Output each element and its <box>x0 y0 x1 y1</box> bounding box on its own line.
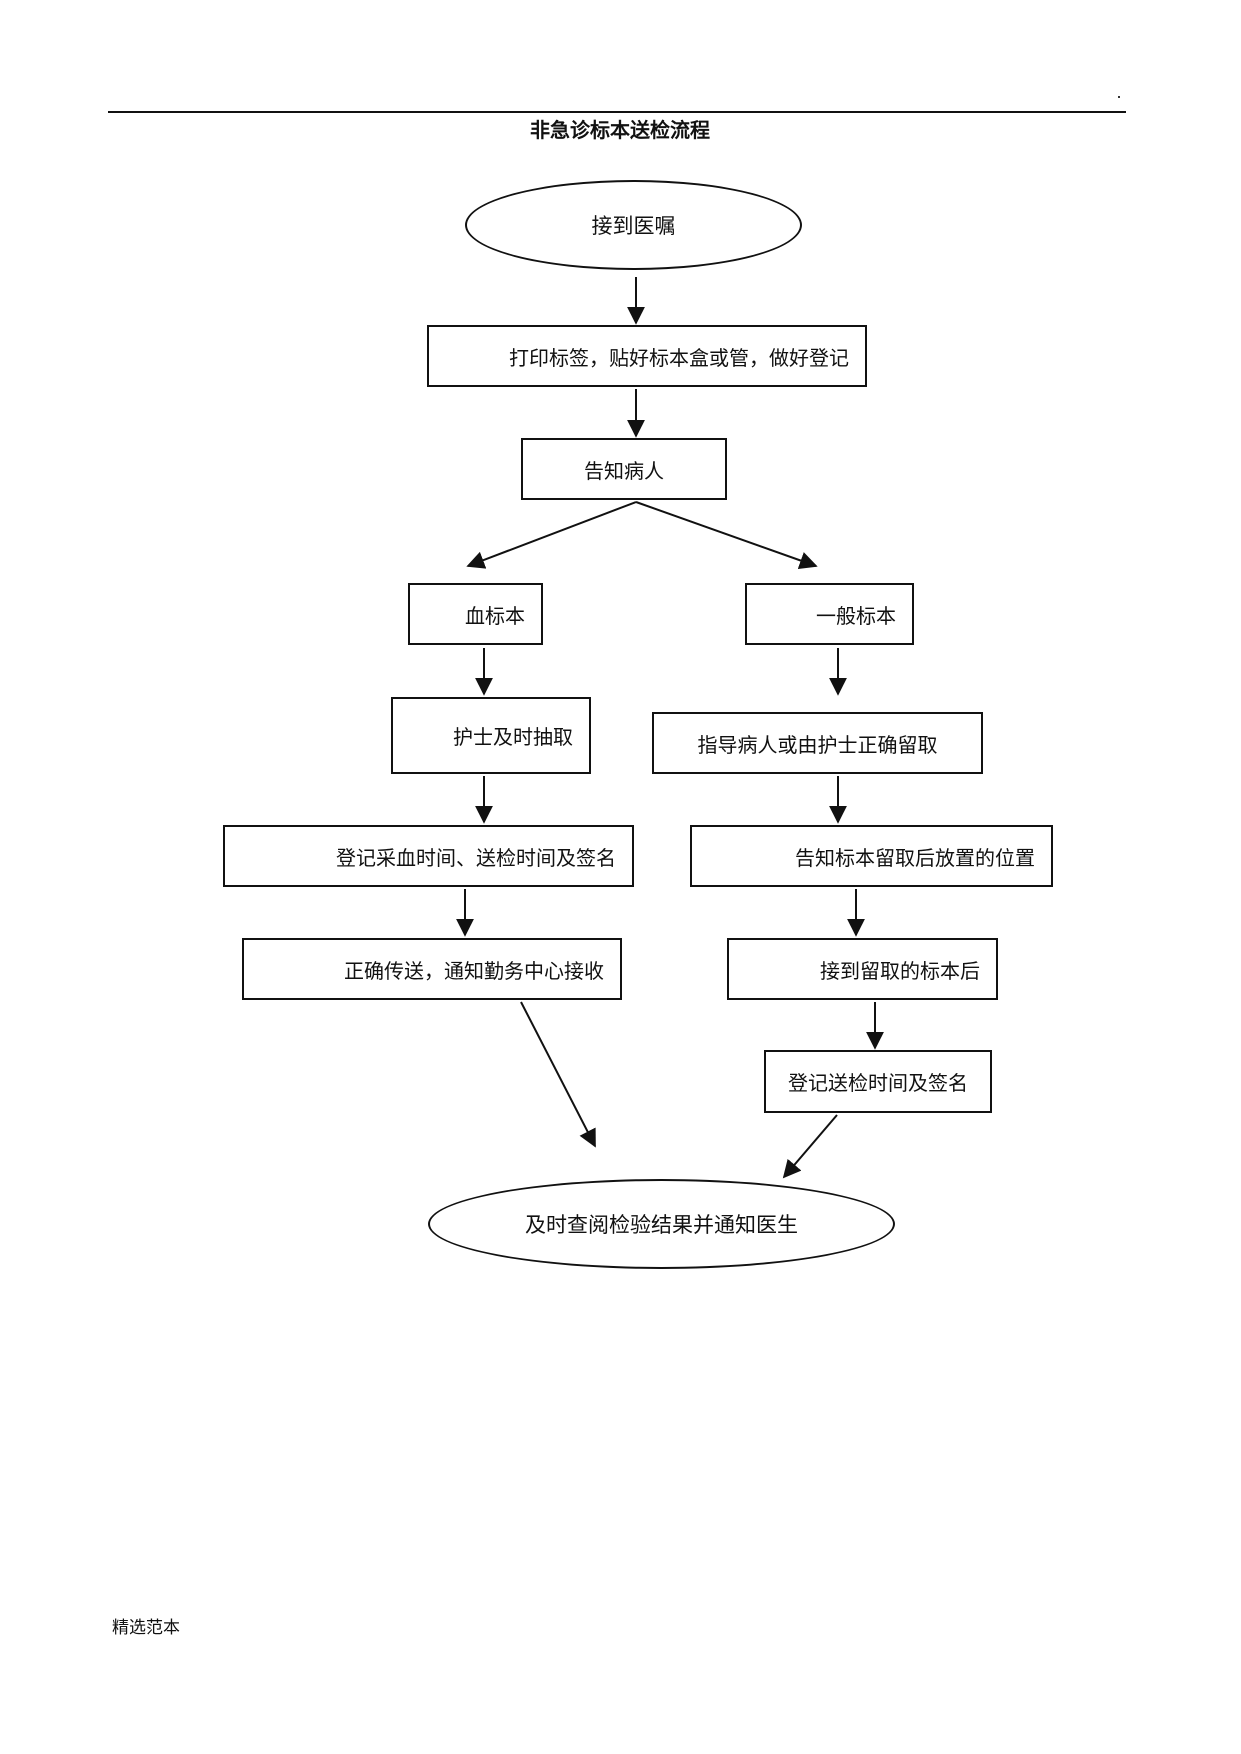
guide-patient-node: 指导病人或由护士正确留取 <box>652 712 983 774</box>
tell-place-node: 告知标本留取后放置的位置 <box>690 825 1053 887</box>
footer-text: 精选范本 <box>112 1618 180 1638</box>
nurse-collect-node: 护士及时抽取 <box>391 697 591 774</box>
record-send-time-node: 登记送检时间及签名 <box>764 1050 992 1113</box>
arrow-deliver-to-end <box>520 1001 596 1148</box>
general-sample-node: 一般标本 <box>745 583 914 645</box>
guide-patient-node-label: 指导病人或由护士正确留取 <box>697 732 938 757</box>
blood-sample-node-label: 血标本 <box>465 603 525 628</box>
blood-sample-node: 血标本 <box>408 583 543 645</box>
arrow-notify-to-blood <box>466 501 637 569</box>
general-sample-node-label: 一般标本 <box>816 603 896 628</box>
page-title: 非急诊标本送检流程 <box>530 118 710 142</box>
end-node: 及时查阅检验结果并通知医生 <box>428 1179 895 1269</box>
start-node-label: 接到医嘱 <box>591 214 676 238</box>
arrow-send-to-end <box>782 1114 838 1179</box>
receive-sample-node-label: 接到留取的标本后 <box>820 958 980 983</box>
print-label-node-label: 打印标签，贴好标本盒或管，做好登记 <box>509 345 849 370</box>
record-blood-times-node-label: 登记采血时间、送检时间及签名 <box>336 845 616 870</box>
print-label-node: 打印标签，贴好标本盒或管，做好登记 <box>427 325 867 387</box>
arrow-notify-to-general <box>635 501 818 570</box>
corner-mark <box>1118 96 1120 98</box>
deliver-node-label: 正确传送，通知勤务中心接收 <box>344 958 604 983</box>
start-node: 接到医嘱 <box>465 180 802 270</box>
nurse-collect-node-label: 护士及时抽取 <box>453 725 573 749</box>
end-node-label: 及时查阅检验结果并通知医生 <box>525 1213 798 1237</box>
deliver-node: 正确传送，通知勤务中心接收 <box>242 938 622 1000</box>
notify-patient-node-label: 告知病人 <box>584 458 664 483</box>
header-rule <box>108 111 1126 113</box>
tell-place-node-label: 告知标本留取后放置的位置 <box>795 845 1035 870</box>
record-send-time-node-label: 登记送检时间及签名 <box>788 1071 968 1095</box>
receive-sample-node: 接到留取的标本后 <box>727 938 998 1000</box>
record-blood-times-node: 登记采血时间、送检时间及签名 <box>223 825 634 887</box>
notify-patient-node: 告知病人 <box>521 438 727 500</box>
